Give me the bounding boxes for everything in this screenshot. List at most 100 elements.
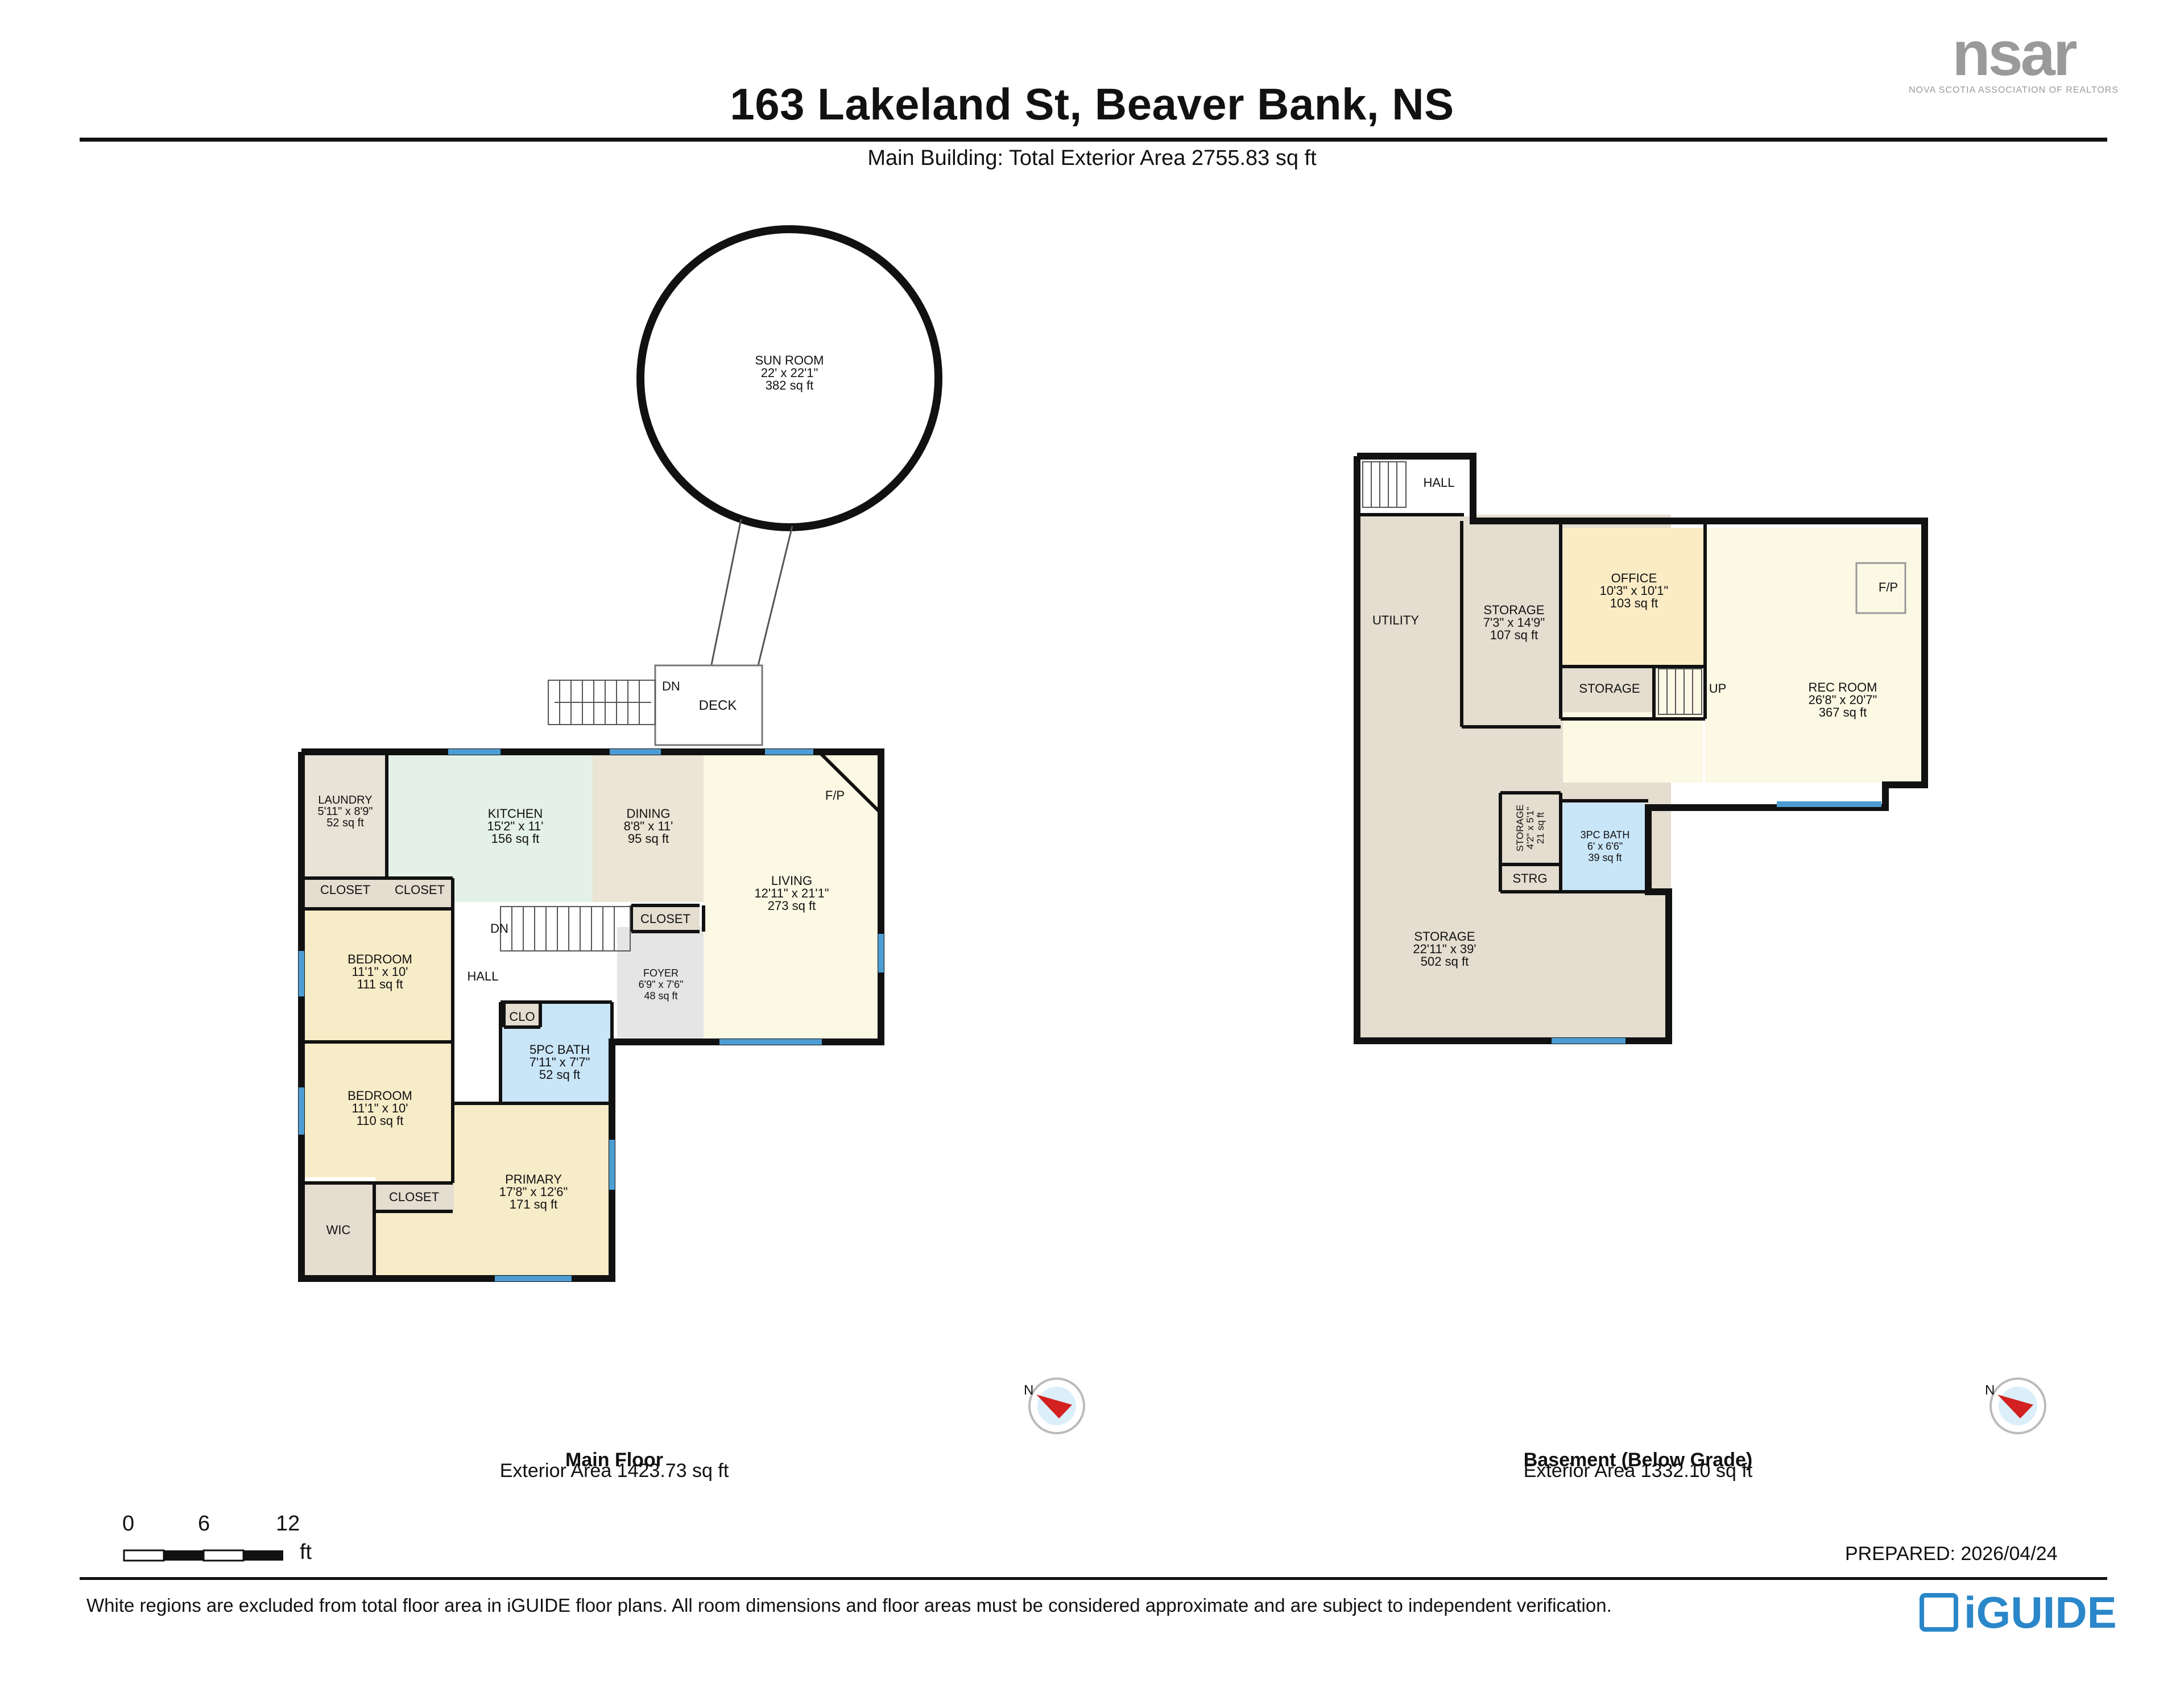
sunroom-room [636, 225, 942, 531]
hall-label: HALL [467, 969, 498, 983]
kitchen-area: 156 sq ft [491, 831, 539, 846]
3pc-bath-dims: 6' x 6'6" [1587, 841, 1623, 852]
page-title: 163 Lakeland St, Beaver Bank, NS [730, 79, 1454, 129]
living-name: LIVING [771, 874, 812, 888]
deck-name: DECK [699, 698, 737, 713]
closet-2-label: CLOSET [395, 883, 445, 897]
nsar-logo-text: nsar [1952, 19, 2077, 89]
storage-3-name: STORAGE [1515, 805, 1525, 852]
nsar-logo-subtext: NOVA SCOTIA ASSOCIATION OF REALTORS [1909, 85, 2119, 95]
bedroom-2-name: BEDROOM [348, 1089, 412, 1103]
deck-dn-label: DN [662, 679, 680, 693]
3pc-bath-area: 39 sq ft [1588, 852, 1622, 863]
dining-dims: 8'8" x 11' [624, 819, 673, 833]
laundry-room [304, 754, 387, 878]
basement-outer-wall [1354, 453, 1928, 1044]
basement-interior-walls [1357, 513, 1906, 893]
iguide-logo-icon [1920, 1593, 1958, 1632]
scale-bar [123, 1549, 283, 1562]
bedroom-2-dims: 11'1" x 10' [352, 1101, 408, 1115]
living-dims: 12'11" x 21'1" [754, 886, 829, 900]
living-fireplace-label: F/P [825, 788, 845, 802]
clo-label: CLO [509, 1010, 535, 1024]
kitchen-name: KITCHEN [488, 806, 543, 821]
main-floor-windows [299, 749, 884, 1281]
5pc-bath-name: 5PC BATH [530, 1042, 590, 1057]
living-room [704, 754, 879, 1040]
storage-3-room [1502, 793, 1557, 857]
disclaimer-text: White regions are excluded from total fl… [86, 1595, 1612, 1616]
foyer-dims: 6'9" x 7'6" [639, 979, 684, 990]
closet-3 [631, 905, 700, 932]
storage-1-area: 107 sq ft [1490, 628, 1538, 642]
5pc-bath-area: 52 sq ft [539, 1068, 580, 1082]
rec-room-area: 367 sq ft [1819, 705, 1867, 719]
storage-2-label: STORAGE [1579, 681, 1640, 696]
office-dims: 10'3" x 10'1" [1600, 584, 1669, 598]
compass-north-label: N [1985, 1383, 1995, 1398]
office-name: OFFICE [1611, 571, 1657, 585]
dining-room [593, 754, 704, 902]
scale-unit: ft [300, 1540, 312, 1564]
utility-label: UTILITY [1372, 613, 1419, 627]
storage-big-dims: 22'11" x 39' [1413, 942, 1476, 956]
basement-name: Basement (Below Grade) [1523, 1449, 1753, 1471]
3pc-bath-name: 3PC BATH [1581, 829, 1630, 841]
iguide-logo-text: iGUIDE [1964, 1587, 2117, 1637]
primary-dims: 17'8" x 12'6" [499, 1185, 568, 1199]
bedroom-1-name: BEDROOM [348, 952, 412, 966]
foyer-room [617, 927, 704, 1040]
basement-hall-label: HALL [1423, 475, 1454, 490]
foyer-name: FOYER [643, 967, 679, 979]
rec-room [1705, 528, 1925, 783]
foyer-area: 48 sq ft [644, 990, 677, 1002]
basement-hall [1357, 456, 1473, 516]
closet-1-label: CLOSET [320, 883, 370, 897]
strg-label: STRG [1512, 871, 1547, 886]
storage-1-room [1464, 528, 1561, 727]
compass-icon: N [1024, 1377, 1085, 1434]
scale-tick-0: 0 [122, 1512, 135, 1536]
main-stairs [500, 906, 631, 951]
title-divider [80, 138, 2107, 142]
compass-north-label: N [1024, 1383, 1033, 1398]
living-area: 273 sq ft [768, 899, 816, 913]
closet-4-label: CLOSET [389, 1190, 439, 1204]
main-floor-exterior-area: Exterior Area 1423.73 sq ft [499, 1460, 729, 1482]
stairs-up-label: UP [1709, 681, 1727, 696]
closet-1 [304, 878, 387, 909]
wic-room [304, 1183, 374, 1276]
deck-stairs [548, 680, 656, 725]
rec-room-name: REC ROOM [1809, 680, 1877, 694]
basement-exterior-area: Exterior Area 1332.10 sq ft [1523, 1460, 1753, 1482]
clo-closet [504, 1002, 540, 1027]
stairs-dn-label: DN [490, 921, 508, 936]
wic-label: WIC [326, 1223, 351, 1237]
iguide-logo: iGUIDE [1920, 1587, 2117, 1639]
sunroom-area: 382 sq ft [766, 378, 813, 392]
office-room [1563, 528, 1705, 667]
storage-3-dims: 4'2" x 5'1" [1525, 807, 1536, 849]
primary-area: 171 sq ft [510, 1197, 557, 1211]
primary-name: PRIMARY [505, 1172, 562, 1186]
basement-stairs [1362, 461, 1702, 715]
walkway-edge [757, 526, 793, 666]
laundry-name: LAUNDRY [318, 794, 372, 806]
laundry-area: 52 sq ft [326, 817, 364, 829]
nsar-logo: nsar NOVA SCOTIA ASSOCIATION OF REALTORS [1909, 23, 2119, 96]
sunroom-dims: 22' x 22'1" [761, 366, 818, 380]
prepared-date: PREPARED: 2026/04/24 [1845, 1543, 2058, 1565]
scale-tick-12: 12 [276, 1512, 300, 1536]
walkway-edge [707, 519, 742, 682]
sunroom-name: SUN ROOM [755, 353, 824, 367]
main-floor-label: Main Floor Exterior Area 1423.73 sq ft [444, 1449, 785, 1493]
storage-3-area: 21 sq ft [1535, 812, 1546, 844]
storage-2-room [1563, 667, 1654, 712]
rec-room-dims: 26'8" x 20'7" [1809, 693, 1877, 707]
storage-1-dims: 7'3" x 14'9" [1483, 615, 1545, 630]
scale-tick-6: 6 [198, 1512, 210, 1536]
closet-3-label: CLOSET [640, 912, 690, 926]
basement-label: Basement (Below Grade) Exterior Area 133… [1456, 1449, 1820, 1493]
laundry-dims: 5'11" x 8'9" [317, 805, 373, 818]
